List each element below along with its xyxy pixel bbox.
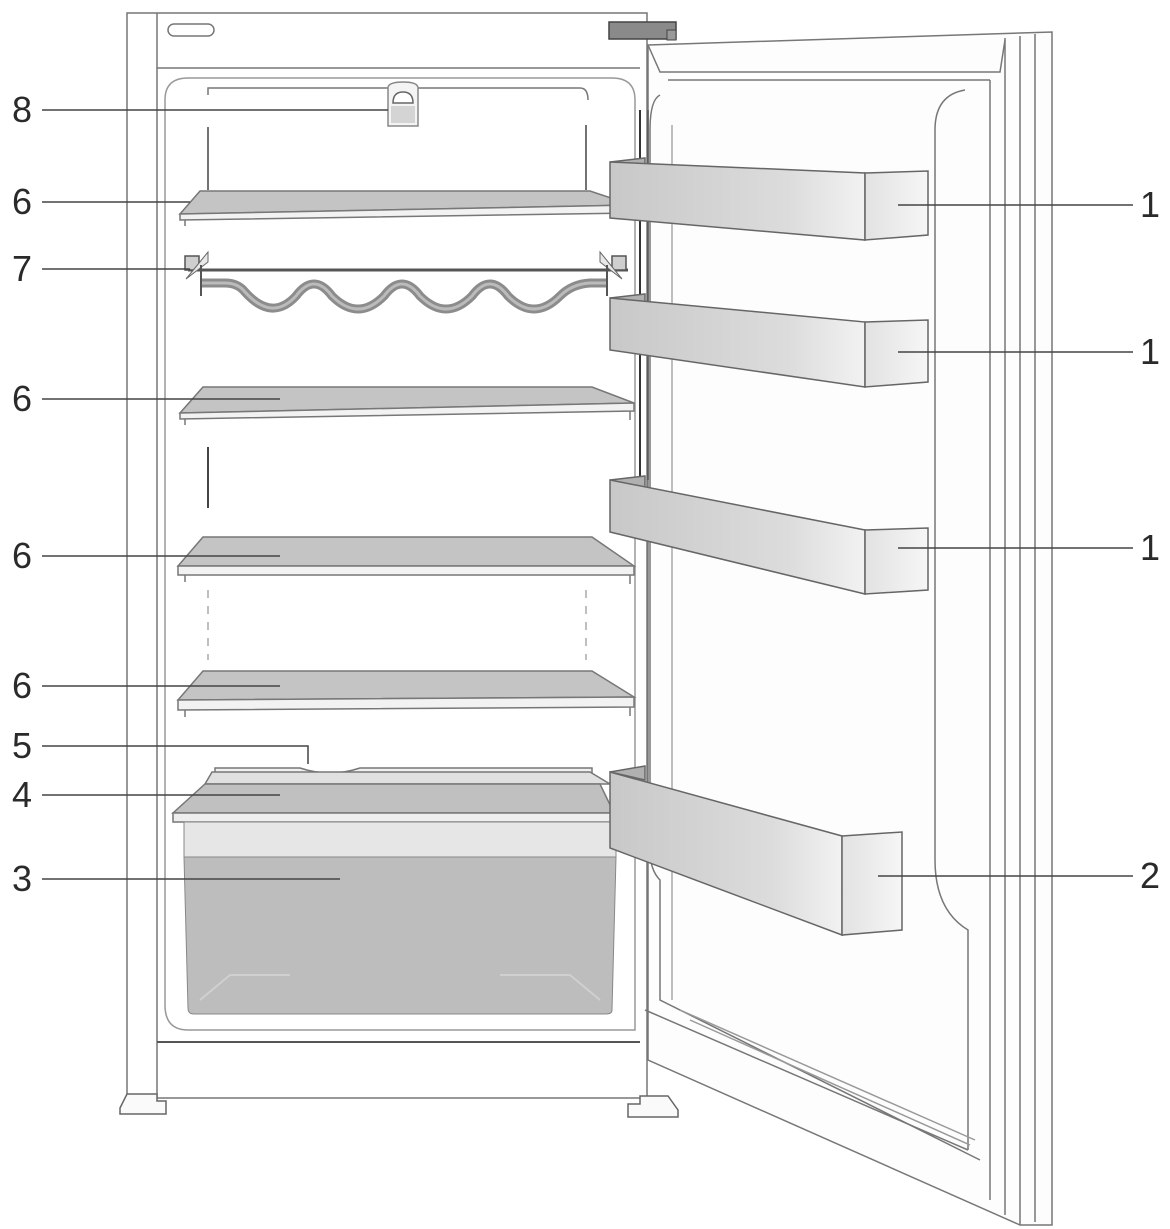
cabinet-feet [119,1093,679,1118]
top-handle-slot [167,23,215,37]
door-bins [609,157,929,937]
callout-lines [42,109,1133,880]
callout-7-wine-rack: 7 [12,248,33,289]
callout-5-cover-support: 5 [12,725,33,766]
crisper-drawer [183,821,617,1015]
wine-rack [184,250,628,314]
callout-2-bottle-bin: 2 [1140,855,1161,896]
crisper-cover [171,767,616,823]
door-bin-1 [609,157,929,241]
glass-shelf-2 [178,386,635,425]
callout-8-interior-light: 8 [12,89,33,130]
glass-shelf-1 [178,190,633,226]
glass-shelf-4 [176,670,637,717]
callout-6-glass-shelf: 6 [12,181,33,222]
door-bin-3 [609,475,929,595]
door-bin-2 [609,293,929,388]
callout-4-crisper-cover: 4 [12,774,33,815]
glass-shelves [176,190,637,717]
callout-6-glass-shelf: 6 [12,378,33,419]
top-hinge [608,21,677,41]
interior-light [387,81,419,127]
callout-6-glass-shelf: 6 [12,665,33,706]
callout-1-door-bin: 1 [1140,527,1161,568]
bottle-bin [609,765,903,937]
callout-6-glass-shelf: 6 [12,535,33,576]
cabinet [126,12,648,1099]
callout-1-door-bin: 1 [1140,184,1161,225]
glass-shelf-3 [176,536,637,584]
callout-1-door-bin: 1 [1140,331,1161,372]
callout-3-crisper-drawer: 3 [12,858,33,899]
